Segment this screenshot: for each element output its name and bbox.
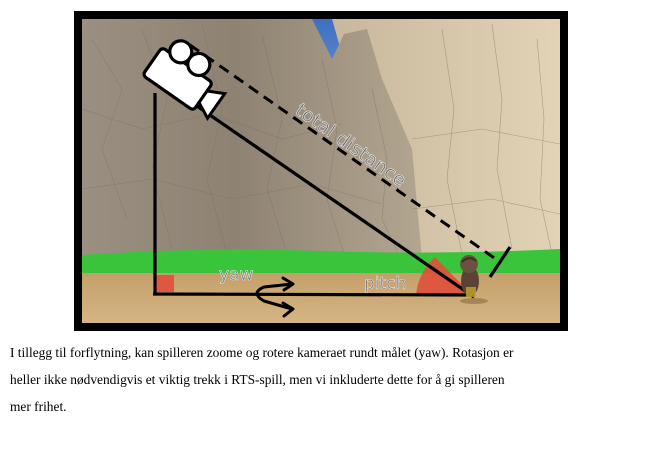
cliff-left bbox=[82, 19, 422, 259]
horizontal-distance-line bbox=[152, 292, 475, 297]
caption-line: mer frihet. bbox=[10, 399, 67, 414]
camera-icon bbox=[142, 39, 228, 122]
game-scene: total distance pitch yaw bbox=[82, 19, 560, 323]
caption-line: heller ikke nødvendigvis et viktig trekk… bbox=[10, 372, 505, 387]
total-distance-line bbox=[189, 43, 501, 264]
caption-paragraph: I tillegg til forflytning, kan spilleren… bbox=[10, 339, 648, 420]
rotation-arrow-icon bbox=[255, 276, 295, 318]
camera-diagram-figure: total distance pitch yaw bbox=[74, 11, 568, 331]
right-angle-marker bbox=[154, 275, 174, 292]
pitch-label: pitch bbox=[364, 274, 406, 294]
camera-to-target-line bbox=[177, 91, 475, 299]
yaw-label: yaw bbox=[219, 265, 253, 285]
caption-line: I tillegg til forflytning, kan spilleren… bbox=[10, 345, 514, 360]
cliff-right bbox=[332, 19, 560, 259]
total-distance-end-tick bbox=[488, 246, 512, 278]
character-figure bbox=[460, 255, 488, 304]
